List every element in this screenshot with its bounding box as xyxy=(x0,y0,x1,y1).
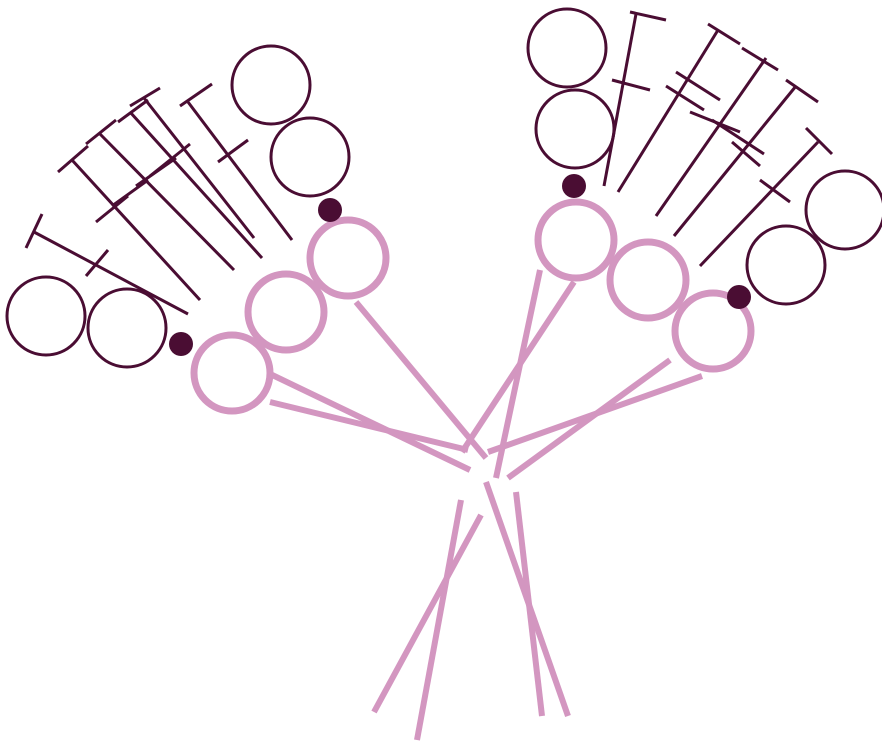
stem-line xyxy=(270,402,468,450)
stems-group xyxy=(266,270,702,740)
tick-cap xyxy=(180,84,212,106)
tick-cross xyxy=(112,180,148,206)
secondary-ring-left-upper xyxy=(232,46,310,124)
tick-shaft xyxy=(72,160,200,300)
secondary-ring-right-top xyxy=(528,9,606,87)
stem-line xyxy=(356,302,486,458)
dot xyxy=(727,285,751,309)
secondary-ring-right-outer xyxy=(806,171,882,249)
tick-shaft xyxy=(674,86,796,236)
secondary-ring-right-mid xyxy=(536,90,614,168)
secondary-ring-left-mid xyxy=(271,118,349,196)
dot xyxy=(318,198,342,222)
primary-ring-left-3 xyxy=(310,220,386,296)
tick-shaft xyxy=(34,232,188,314)
stem-line xyxy=(486,482,568,716)
stem-line xyxy=(266,372,470,470)
dot xyxy=(562,174,586,198)
tick-cross xyxy=(218,140,248,162)
secondary-ring-left-outer xyxy=(7,277,85,355)
secondary-ring-right-lower xyxy=(747,226,825,304)
primary-ring-left-1 xyxy=(194,335,270,411)
primary-ring-left-2 xyxy=(248,274,324,350)
tick-shaft xyxy=(700,142,818,266)
dot xyxy=(169,332,193,356)
stem-line xyxy=(488,376,702,452)
tick-shaft xyxy=(604,14,636,186)
tick-cap xyxy=(58,146,88,172)
tick-cap xyxy=(86,120,116,144)
tick-cross xyxy=(612,80,650,90)
primary-ring-right-2 xyxy=(610,242,686,318)
primary-ring-right-1 xyxy=(538,202,614,278)
secondary-ring-left-inner xyxy=(88,289,166,367)
tick-cap xyxy=(26,214,42,248)
